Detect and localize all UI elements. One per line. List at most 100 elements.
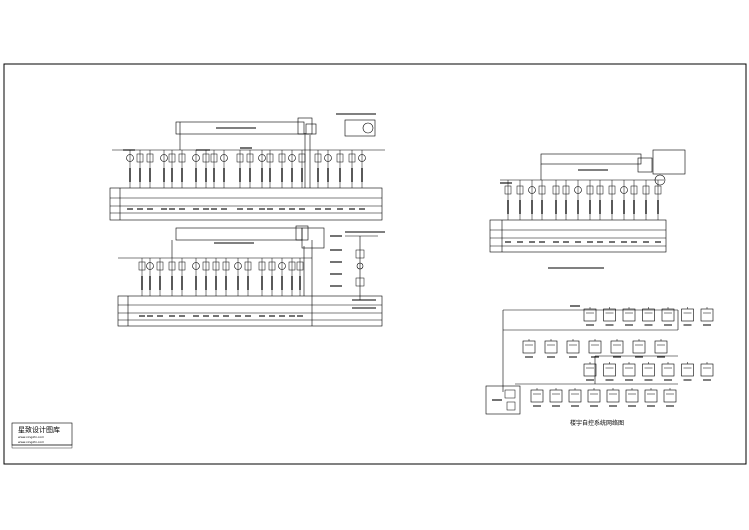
ddc-controller: [522, 340, 536, 354]
device-box: [138, 261, 146, 271]
ddc-controller: [622, 308, 636, 322]
sheet-border: [3, 63, 747, 465]
ddc-controller: [530, 389, 544, 403]
device-box: [258, 261, 266, 271]
ddc-controller: [632, 340, 646, 354]
ddc-controller: [603, 308, 616, 322]
sensor-symbol: [258, 154, 266, 162]
device-box: [355, 277, 365, 287]
sensor-symbol: [288, 154, 296, 162]
schematic-c: [489, 149, 686, 269]
device-box: [552, 185, 560, 195]
device-box: [178, 261, 186, 271]
title-stamp: 星致设计图库 www.xingzhi.com www.xingzhi.com: [11, 422, 73, 449]
ddc-controller: [603, 363, 616, 377]
sensor-symbol: [192, 154, 200, 162]
device-box: [222, 261, 230, 271]
device-box: [504, 185, 512, 195]
ddc-controller: [622, 363, 636, 377]
schematic-a: [109, 113, 385, 221]
ddc-controller: [642, 308, 655, 322]
ddc-controller: [654, 340, 668, 354]
device-box: [202, 261, 210, 271]
device-box: [296, 261, 304, 271]
sensor-symbol: [620, 186, 628, 194]
device-box: [244, 261, 252, 271]
ddc-controller: [700, 363, 714, 377]
ddc-controller: [661, 308, 675, 322]
sensor-symbol: [192, 262, 200, 270]
device-box: [348, 153, 356, 163]
device-box: [117, 295, 383, 327]
stamp-line2: www.xingzhi.com: [18, 435, 44, 439]
ddc-controller: [700, 308, 714, 322]
device-box: [146, 153, 154, 163]
device-box: [109, 187, 383, 221]
device-box: [489, 219, 667, 253]
device-box: [136, 153, 144, 163]
device-box: [355, 249, 365, 259]
device-box: [516, 185, 524, 195]
device-box: [344, 119, 376, 137]
device-box: [210, 153, 218, 163]
device-box: [266, 153, 274, 163]
device-box: [278, 153, 286, 163]
schematic-b: [117, 225, 385, 327]
device-box: [297, 117, 313, 135]
sensor-symbol: [160, 154, 168, 162]
sensor-symbol: [220, 154, 228, 162]
sensor-symbol: [126, 154, 134, 162]
device-box: [212, 261, 220, 271]
network-caption: 楼宇自控系统网络图: [570, 419, 624, 427]
ddc-controller: [610, 340, 624, 354]
sensor-symbol: [358, 154, 366, 162]
device-box: [654, 185, 662, 195]
ddc-controller: [544, 340, 558, 354]
device-box: [178, 153, 186, 163]
device-box: [268, 261, 276, 271]
sensor-symbol: [356, 262, 364, 270]
ddc-controller: [587, 389, 601, 403]
device-box: [652, 149, 686, 175]
ddc-controller: [588, 340, 602, 354]
sensor-symbol: [146, 262, 154, 270]
device-box: [586, 185, 594, 195]
stamp-name: 星致设计图库: [18, 425, 60, 434]
ddc-controller: [583, 308, 597, 322]
device-box: [562, 185, 570, 195]
ddc-controller: [625, 389, 639, 403]
sensor-symbol: [278, 262, 286, 270]
device-box: [175, 121, 305, 135]
sensor-symbol: [574, 186, 582, 194]
device-box: [202, 153, 210, 163]
device-box: [168, 261, 176, 271]
device-box: [301, 227, 325, 249]
device-box: [168, 153, 176, 163]
device-box: [538, 185, 546, 195]
device-box: [314, 153, 322, 163]
device-box: [630, 185, 638, 195]
device-box: [156, 261, 164, 271]
device-box: [298, 153, 306, 163]
sensor-symbol: [234, 262, 242, 270]
device-box: [288, 261, 296, 271]
device-box: [608, 185, 616, 195]
device-box: [637, 157, 653, 173]
ddc-controller: [566, 340, 580, 354]
ddc-controller: [642, 363, 655, 377]
ddc-controller: [661, 363, 675, 377]
ddc-controller: [549, 389, 563, 403]
ddc-controller: [681, 308, 694, 322]
ddc-controller: [568, 389, 582, 403]
ddc-controller: [583, 363, 597, 377]
ddc-controller: [606, 389, 620, 403]
device-box: [504, 389, 516, 399]
device-box: [596, 185, 604, 195]
device-box: [246, 153, 254, 163]
device-box: [642, 185, 650, 195]
ddc-controller: [681, 363, 694, 377]
stamp-line3: www.xingzhi.com: [18, 440, 44, 444]
device-box: [540, 153, 642, 165]
sensor-symbol: [528, 186, 536, 194]
